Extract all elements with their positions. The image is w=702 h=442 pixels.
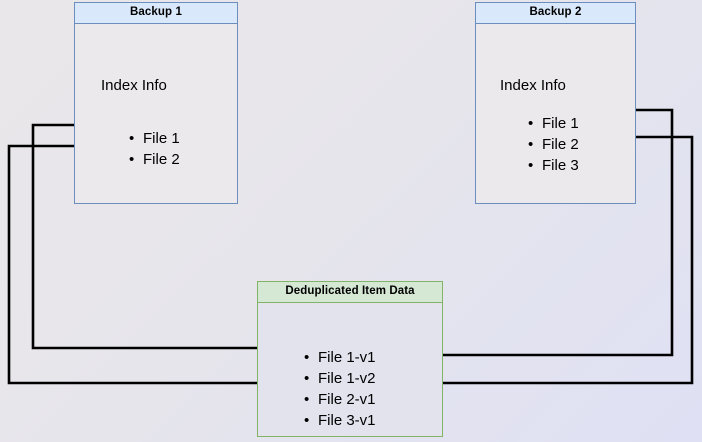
node-backup-1[interactable]: Backup 1 Index Info File 1 File 2 [74, 2, 238, 204]
backup-2-index-label: Index Info [500, 77, 566, 94]
node-backup-1-body: Index Info File 1 File 2 [75, 24, 237, 203]
list-item[interactable]: File 1 [528, 113, 579, 134]
node-backup-1-title: Backup 1 [75, 3, 237, 24]
list-item[interactable]: File 2-v1 [304, 389, 375, 410]
list-item[interactable]: File 1-v2 [304, 368, 375, 389]
list-item[interactable]: File 3 [528, 155, 579, 176]
node-dedup-title: Deduplicated Item Data [258, 282, 442, 303]
backup-1-index-label: Index Info [101, 77, 167, 94]
list-item[interactable]: File 3-v1 [304, 410, 375, 431]
list-item[interactable]: File 1-v1 [304, 347, 375, 368]
node-backup-2-title: Backup 2 [476, 3, 635, 24]
node-backup-2[interactable]: Backup 2 Index Info File 1 File 2 File 3 [475, 2, 636, 204]
list-item[interactable]: File 2 [129, 149, 180, 170]
backup-2-file-list: File 1 File 2 File 3 [524, 113, 579, 176]
node-deduplicated-item-data[interactable]: Deduplicated Item Data File 1-v1 File 1-… [257, 281, 443, 437]
node-backup-2-body: Index Info File 1 File 2 File 3 [476, 24, 635, 203]
list-item[interactable]: File 2 [528, 134, 579, 155]
dedup-item-list: File 1-v1 File 1-v2 File 2-v1 File 3-v1 [298, 347, 375, 431]
node-dedup-body: File 1-v1 File 1-v2 File 2-v1 File 3-v1 [258, 303, 442, 436]
backup-1-file-list: File 1 File 2 [125, 128, 180, 170]
list-item[interactable]: File 1 [129, 128, 180, 149]
